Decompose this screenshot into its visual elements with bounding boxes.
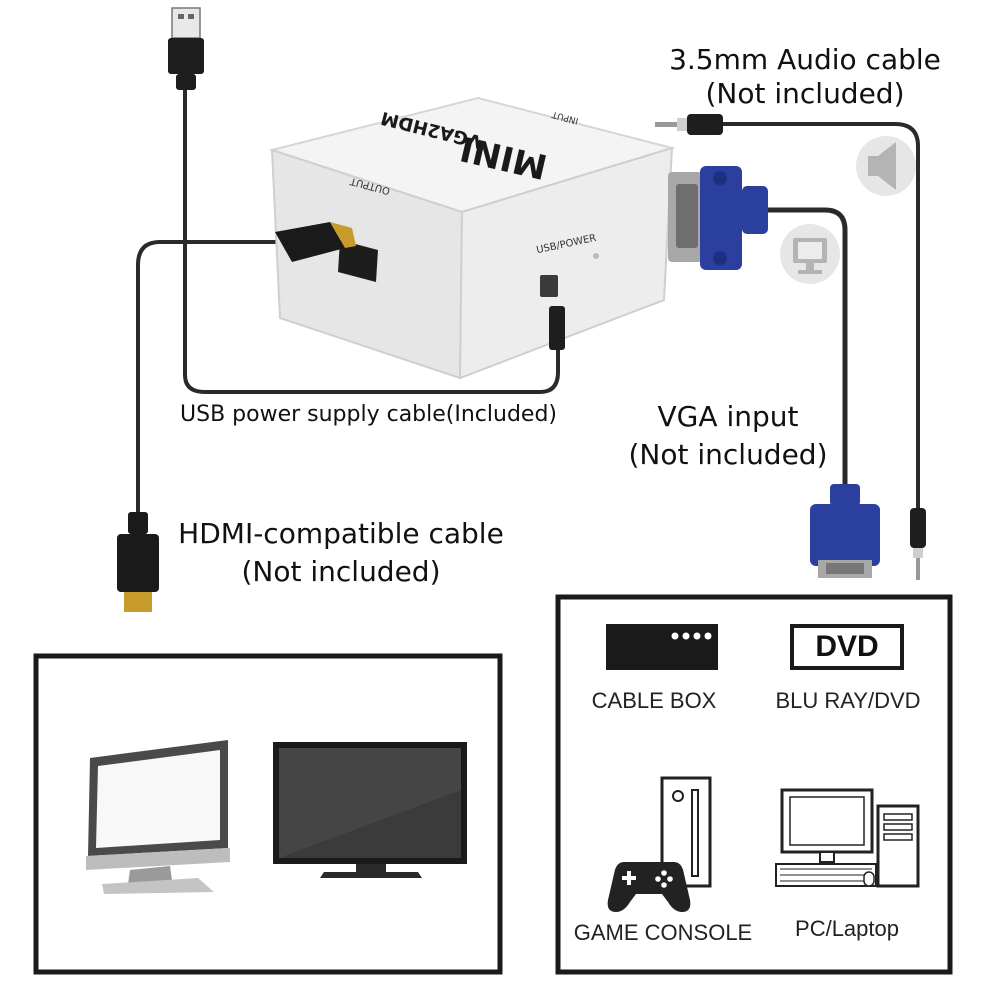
micro-usb-plug [549,306,565,350]
audio-cable-label: 3.5mm Audio cable (Not included) [660,46,950,108]
displays-frame [33,653,503,975]
audio-jack-top [655,114,723,135]
vga-plug-icon [668,166,768,270]
audio-cable-title: 3.5mm Audio cable [669,43,941,76]
vga-input-note: (Not included) [628,438,828,471]
game-console-label: GAME CONSOLE [573,920,753,945]
vga-cable [765,207,848,490]
bluray-label: BLU RAY/DVD [775,688,921,713]
speaker-icon [856,136,916,196]
dvd-badge-frame [790,624,904,670]
cable-box-label: CABLE BOX [591,688,717,713]
gamepad-icon [607,862,691,912]
vga-plug-bottom [810,484,880,578]
hdmi-plug-bottom [117,512,159,612]
vga-input-label: VGA input (Not included) [620,403,836,469]
dvd-badge-text: DVD [815,630,879,663]
usb-plug-icon [168,7,204,90]
sources-frame [555,594,953,975]
audio-jack-icon [910,508,926,580]
monitor-icon [780,224,840,284]
converter-device [268,96,676,380]
audio-cable [720,122,920,510]
cable-box-icon [606,624,718,670]
pc-tower-icon [775,788,920,888]
hdmi-cable-title: HDMI-compatible cable [178,517,504,550]
vga-input-title: VGA input [657,400,799,433]
pc-laptop-label: PC/Laptop [795,916,899,941]
tv-display [273,742,467,878]
hdmi-cable [136,240,285,520]
usb-power-cable [183,90,560,394]
monitor-display [86,740,230,894]
hdmi-cable-note: (Not included) [241,555,441,588]
hdmi-plug-icon [275,222,356,262]
audio-cable-note: (Not included) [705,77,905,110]
usb-power-label: USB power supply cable(Included) [180,402,558,427]
hdmi-cable-label: HDMI-compatible cable (Not included) [164,520,518,586]
